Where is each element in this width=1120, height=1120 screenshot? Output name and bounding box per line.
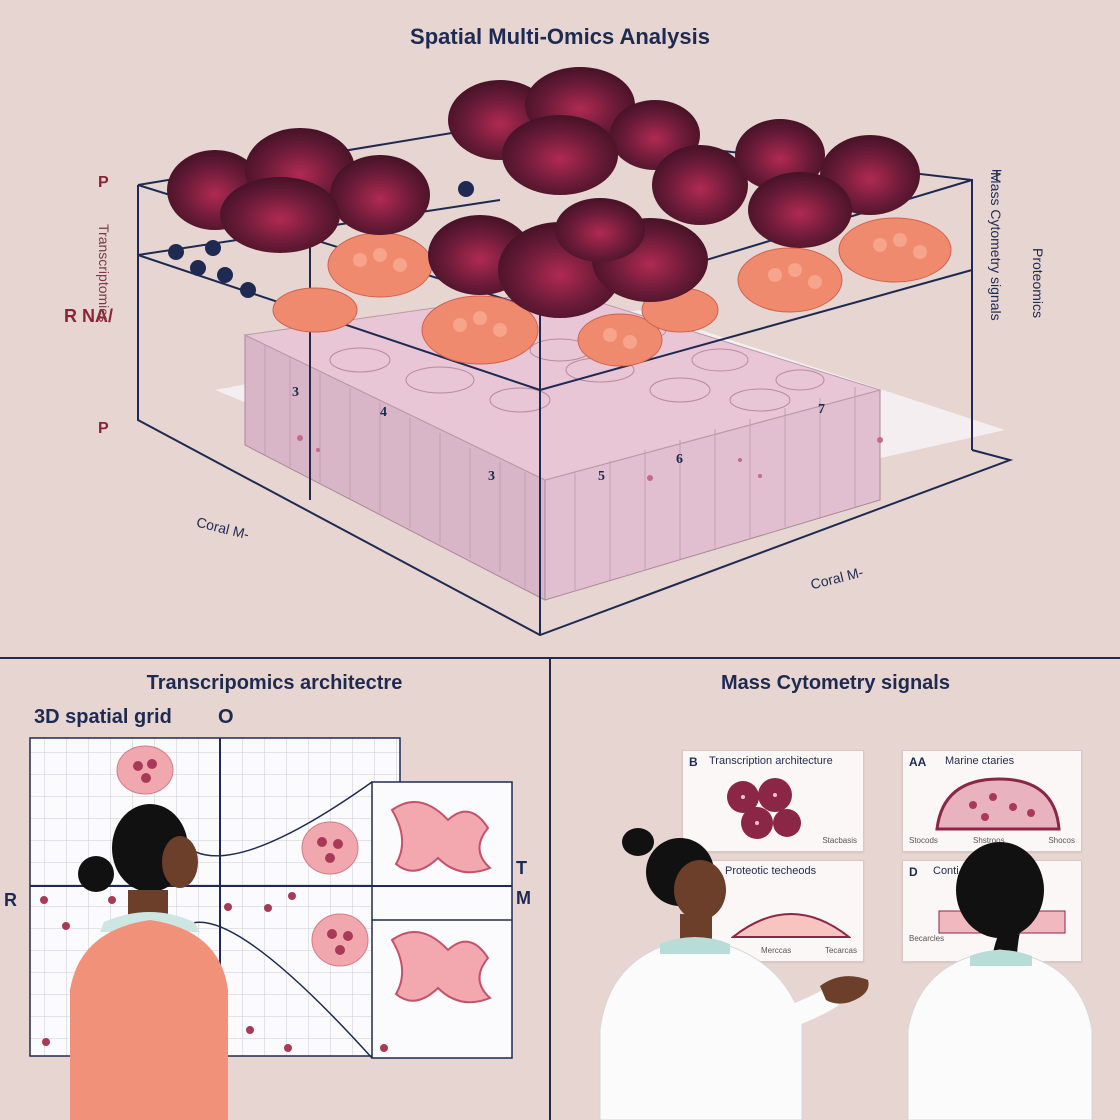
card-letter: B — [689, 755, 698, 769]
cell-clusters — [116, 745, 492, 1004]
block-numbers: 3 4 3 5 6 7 — [292, 385, 825, 484]
card-foot: Becarcles — [909, 934, 945, 943]
marker-r: R — [4, 890, 17, 910]
hair — [956, 842, 1044, 938]
label-mass-cytometry: Mass Cytometry signals — [988, 172, 1004, 321]
maroon-cell-clusters — [167, 67, 920, 318]
label-rna: R NA/ — [64, 306, 113, 326]
scientist-figures-right — [599, 828, 1093, 1120]
label-p-bottom: P — [98, 420, 109, 437]
block-number: 6 — [676, 452, 683, 467]
floor-dots — [297, 435, 883, 481]
tissue-section-icon — [935, 777, 1061, 831]
card-foot: Tecarcas — [824, 946, 857, 955]
card-title: Conti — [933, 865, 959, 877]
card-title: Marine ctaries — [945, 755, 1015, 767]
block-number: 4 — [380, 405, 387, 420]
tissue-side-stripes — [264, 345, 856, 590]
vertical-divider — [549, 657, 551, 1120]
navy-data-dots — [168, 181, 474, 298]
left-panel-title: Transcripomics architectre — [146, 672, 403, 694]
grid-title: 3D spatial grid — [34, 706, 172, 728]
label-proteomics: Proteomics — [1030, 248, 1046, 319]
page-title: Spatial Multi-Omics Analysis — [410, 24, 710, 49]
label-transcriptomics: Transcriptomics — [96, 224, 112, 323]
pink-jacket — [70, 920, 228, 1120]
block-number: 7 — [818, 402, 825, 417]
block-number: 3 — [292, 385, 299, 400]
card-foot: Shstroos — [973, 836, 1005, 845]
data-card-b[interactable]: B Transcription architecture Stacbasis — [682, 750, 864, 852]
hair-bun — [78, 856, 114, 892]
horizontal-divider — [0, 657, 1120, 659]
salmon-clusters — [272, 217, 952, 367]
card-foot: Merccas — [761, 946, 792, 955]
label-p-top: P — [98, 174, 109, 191]
face — [162, 836, 198, 888]
marker-o: O — [218, 706, 234, 728]
marker-t: T — [516, 858, 527, 878]
lab-coat — [599, 937, 803, 1120]
cell-cluster-icon — [727, 778, 801, 839]
right-panel-title: Mass Cytometry signals — [721, 672, 950, 694]
salmon-cluster-beads — [353, 233, 927, 349]
card-foot: Stacbasis — [822, 836, 857, 845]
card-title: Transcription architecture — [709, 755, 833, 767]
card-title: Proteotic techeods — [725, 865, 817, 877]
block-number: 3 — [488, 469, 495, 484]
3d-scene: 3 4 3 5 6 7 — [137, 67, 1014, 637]
collar — [660, 937, 730, 954]
dome-icon — [731, 913, 851, 938]
hand — [820, 976, 869, 1004]
card-letter: AA — [909, 755, 927, 769]
data-card-aa[interactable]: AA Marine ctaries Stocods Shstroos Shoco… — [902, 750, 1082, 852]
grid-data-points — [40, 892, 388, 1052]
scientist-figure-left — [70, 804, 228, 1120]
face — [674, 860, 726, 920]
card-foot: Shocos — [1048, 836, 1075, 845]
lab-coat — [907, 949, 1093, 1120]
block-number: 5 — [598, 469, 605, 484]
collar — [970, 950, 1032, 966]
marker-m: M — [516, 888, 531, 908]
card-letter: D — [909, 865, 918, 879]
label-t: T — [992, 168, 1002, 185]
card-foot: Stocods — [909, 836, 938, 845]
data-card-proteomics[interactable]: Proteotic techeods Merccas Tecarcas — [710, 860, 864, 962]
